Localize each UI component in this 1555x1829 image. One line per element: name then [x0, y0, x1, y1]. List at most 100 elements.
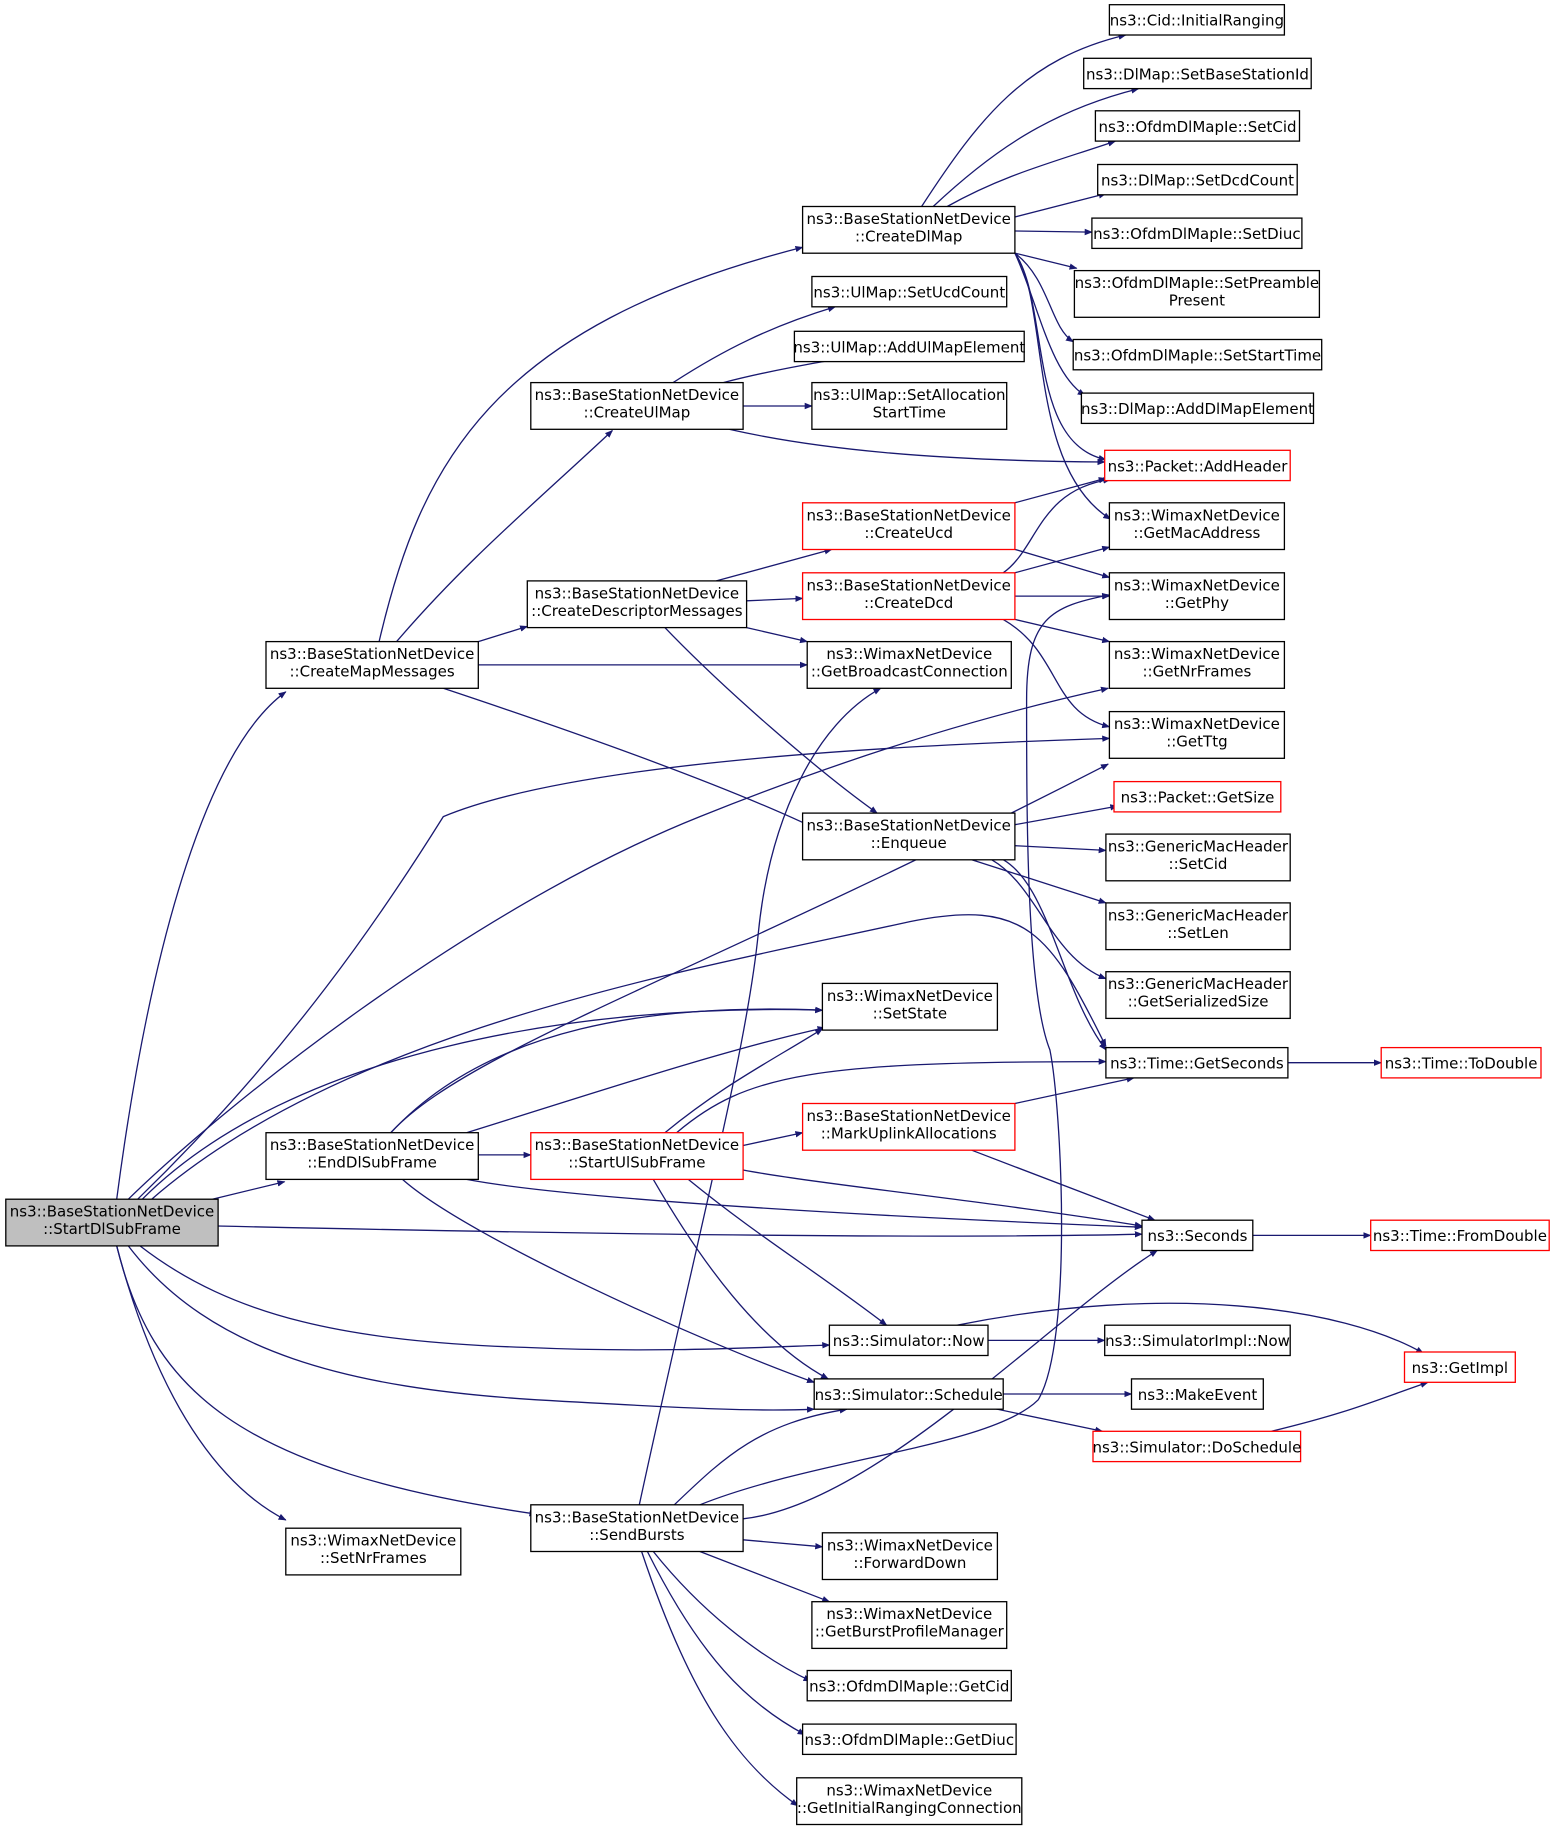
- call-edge: [742, 1169, 1143, 1229]
- node-get-burst-profile[interactable]: ns3::WimaxNetDevice::GetBurstProfileMana…: [811, 1601, 1008, 1650]
- node-label: ns3::Time::ToDouble: [1385, 1055, 1538, 1073]
- node-forward-down[interactable]: ns3::WimaxNetDevice::ForwardDown: [821, 1532, 999, 1581]
- node-set-nr-frames[interactable]: ns3::WimaxNetDevice::SetNrFrames: [285, 1527, 462, 1576]
- node-box: [265, 640, 479, 689]
- node-box: [1130, 1378, 1264, 1410]
- node-label: ns3::WimaxNetDevice: [826, 645, 992, 663]
- node-ofdm-set-start-time[interactable]: ns3::OfdmDlMapIe::SetStartTime: [1072, 338, 1323, 371]
- node-box: [806, 640, 1012, 689]
- node-set-state[interactable]: ns3::WimaxNetDevice::SetState: [821, 982, 999, 1031]
- node-create-dl-map[interactable]: ns3::BaseStationNetDevice::CreateDlMap: [801, 205, 1016, 254]
- node-box: [530, 381, 744, 430]
- node-get-mac-address[interactable]: ns3::WimaxNetDevice::GetMacAddress: [1108, 502, 1286, 551]
- node-get-nr-frames[interactable]: ns3::WimaxNetDevice::GetNrFrames: [1108, 640, 1286, 689]
- call-edge: [664, 1028, 824, 1134]
- node-ul-add-element[interactable]: ns3::UlMap::AddUlMapElement: [793, 330, 1025, 363]
- node-box: [1094, 110, 1301, 142]
- node-make-event[interactable]: ns3::MakeEvent: [1130, 1378, 1264, 1410]
- node-create-ucd[interactable]: ns3::BaseStationNetDevice::CreateUcd: [801, 502, 1016, 551]
- node-mark-uplink[interactable]: ns3::BaseStationNetDevice::MarkUplinkAll…: [801, 1102, 1016, 1151]
- call-edge: [1014, 545, 1111, 574]
- node-dl-set-dcd-count[interactable]: ns3::DlMap::SetDcdCount: [1097, 163, 1298, 196]
- call-edge: [652, 1179, 829, 1380]
- node-dl-add-element[interactable]: ns3::DlMap::AddDlMapElement: [1080, 392, 1315, 425]
- node-ofdm-set-cid[interactable]: ns3::OfdmDlMapIe::SetCid: [1094, 110, 1301, 142]
- node-label: ns3::UlMap::SetAllocation: [813, 386, 1005, 404]
- node-enqueue[interactable]: ns3::BaseStationNetDevice::Enqueue: [801, 812, 1016, 861]
- node-box: [796, 1777, 1023, 1826]
- node-gmh-set-cid[interactable]: ns3::GenericMacHeader::SetCid: [1105, 833, 1291, 882]
- node-box: [1072, 338, 1323, 371]
- node-packet-add-header[interactable]: ns3::Packet::AddHeader: [1104, 449, 1291, 482]
- node-time-to-double[interactable]: ns3::Time::ToDouble: [1380, 1046, 1542, 1079]
- node-label: ns3::Seconds: [1148, 1227, 1248, 1245]
- call-edge: [985, 1406, 1104, 1433]
- node-ofdm-get-diuc[interactable]: ns3::OfdmDlMapIe::GetDiuc: [801, 1723, 1017, 1756]
- node-create-descriptor-messages[interactable]: ns3::BaseStationNetDevice::CreateDescrip…: [526, 580, 748, 629]
- node-seconds[interactable]: ns3::Seconds: [1141, 1219, 1254, 1252]
- node-send-bursts[interactable]: ns3::BaseStationNetDevice::SendBursts: [530, 1504, 744, 1553]
- node-time-from-double[interactable]: ns3::Time::FromDouble: [1370, 1219, 1550, 1252]
- node-cid-initial-ranging[interactable]: ns3::Cid::InitialRanging: [1108, 4, 1286, 36]
- node-sim-now[interactable]: ns3::Simulator::Now: [828, 1324, 989, 1357]
- call-edge: [1002, 618, 1111, 729]
- node-label: ::GetBroadcastConnection: [811, 663, 1008, 681]
- node-box: [1105, 902, 1291, 951]
- node-ul-set-ucd-count[interactable]: ns3::UlMap::SetUcdCount: [811, 275, 1008, 308]
- node-box: [1097, 163, 1298, 196]
- node-label: ns3::Time::FromDouble: [1373, 1227, 1547, 1245]
- call-edge: [743, 1539, 824, 1550]
- call-edge: [137, 735, 1111, 1200]
- node-label: ::GetMacAddress: [1133, 524, 1260, 542]
- node-box: [1108, 4, 1286, 36]
- call-edge: [127, 686, 1109, 1200]
- call-edge: [932, 87, 1140, 207]
- node-end-dl-subframe[interactable]: ns3::BaseStationNetDevice::EndDlSubFrame: [265, 1132, 479, 1181]
- call-edge: [402, 1178, 815, 1384]
- node-label: ns3::BaseStationNetDevice: [535, 386, 739, 404]
- node-sim-schedule[interactable]: ns3::Simulator::Schedule: [813, 1378, 1004, 1410]
- node-box: [1073, 269, 1321, 318]
- node-ofdm-set-diuc[interactable]: ns3::OfdmDlMapIe::SetDiuc: [1091, 217, 1303, 250]
- node-label: ns3::Cid::InitialRanging: [1110, 12, 1284, 30]
- node-time-get-seconds[interactable]: ns3::Time::GetSeconds: [1105, 1046, 1289, 1079]
- call-edge: [116, 1245, 287, 1521]
- node-gmh-set-len[interactable]: ns3::GenericMacHeader::SetLen: [1105, 902, 1291, 951]
- node-get-ttg[interactable]: ns3::WimaxNetDevice::GetTtg: [1108, 710, 1286, 759]
- node-get-initial-ranging[interactable]: ns3::WimaxNetDevice::GetInitialRangingCo…: [796, 1777, 1023, 1826]
- node-label: ::MarkUplinkAllocations: [821, 1125, 997, 1143]
- node-dl-set-bs-id[interactable]: ns3::DlMap::SetBaseStationId: [1083, 57, 1312, 90]
- node-create-dcd[interactable]: ns3::BaseStationNetDevice::CreateDcd: [801, 572, 1016, 621]
- node-label: ns3::GenericMacHeader: [1108, 975, 1289, 993]
- node-label: ns3::UlMap::SetUcdCount: [813, 284, 1005, 302]
- node-label: ns3::BaseStationNetDevice: [535, 1508, 739, 1526]
- node-label: ::SetNrFrames: [320, 1549, 427, 1567]
- call-edge: [1014, 804, 1119, 826]
- node-get-impl[interactable]: ns3::GetImpl: [1403, 1351, 1516, 1383]
- call-edge: [390, 1006, 824, 1134]
- node-gmh-get-serialized-size[interactable]: ns3::GenericMacHeader::GetSerializedSize: [1105, 971, 1291, 1020]
- node-start-dl-subframe[interactable]: ns3::BaseStationNetDevice::StartDlSubFra…: [5, 1198, 219, 1247]
- node-packet-get-size[interactable]: ns3::Packet::GetSize: [1113, 780, 1282, 813]
- node-create-ul-map[interactable]: ns3::BaseStationNetDevice::CreateUlMap: [530, 381, 744, 430]
- call-edge: [1014, 252, 1112, 520]
- node-get-phy[interactable]: ns3::WimaxNetDevice::GetPhy: [1108, 572, 1286, 621]
- node-simimpl-now[interactable]: ns3::SimulatorImpl::Now: [1104, 1324, 1291, 1357]
- node-box: [821, 982, 999, 1031]
- node-create-map-messages[interactable]: ns3::BaseStationNetDevice::CreateMapMess…: [265, 640, 479, 689]
- node-box: [530, 1504, 744, 1553]
- node-ofdm-get-cid[interactable]: ns3::OfdmDlMapIe::GetCid: [806, 1669, 1012, 1702]
- node-label: ::CreateDcd: [864, 594, 953, 612]
- call-edge: [971, 859, 1107, 904]
- node-label: ns3::WimaxNetDevice: [827, 1536, 993, 1554]
- node-label: ::StartDlSubFrame: [43, 1220, 181, 1238]
- node-box: [1108, 710, 1286, 759]
- node-start-ul-subframe[interactable]: ns3::BaseStationNetDevice::StartUlSubFra…: [530, 1132, 744, 1181]
- node-get-broadcast-conn[interactable]: ns3::WimaxNetDevice::GetBroadcastConnect…: [806, 640, 1012, 689]
- node-label: ns3::WimaxNetDevice: [1114, 645, 1280, 663]
- node-sim-do-schedule[interactable]: ns3::Simulator::DoSchedule: [1092, 1430, 1301, 1463]
- node-label: ns3::WimaxNetDevice: [1114, 715, 1280, 733]
- node-label: ns3::WimaxNetDevice: [826, 1605, 992, 1623]
